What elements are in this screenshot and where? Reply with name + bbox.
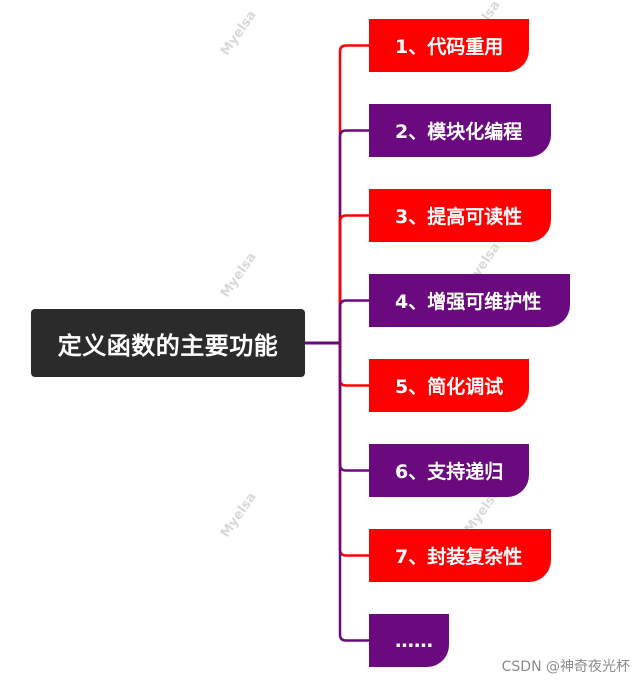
- branch-readability[interactable]: 3、提高可读性: [369, 189, 551, 242]
- branch-recursion[interactable]: 6、支持递归: [369, 444, 529, 497]
- connector-line: [305, 129, 369, 345]
- branch-maintainability[interactable]: 4、增强可维护性: [369, 274, 570, 327]
- branch-debugging[interactable]: 5、简化调试: [369, 359, 529, 412]
- connector-line: [305, 341, 369, 642]
- branch-code-reuse[interactable]: 1、代码重用: [369, 19, 529, 72]
- connector-line: [305, 214, 369, 345]
- root-topic[interactable]: 定义函数的主要功能: [31, 309, 305, 377]
- branch-more[interactable]: ……: [369, 614, 449, 667]
- connector-line: [305, 341, 369, 387]
- connector-line: [305, 44, 369, 345]
- connector-line: [305, 341, 369, 557]
- connector-line: [305, 341, 369, 472]
- branch-encapsulation[interactable]: 7、封装复杂性: [369, 529, 551, 582]
- connector-line: [305, 299, 369, 345]
- branch-modular-programming[interactable]: 2、模块化编程: [369, 104, 551, 157]
- credit-text: CSDN @神奇夜光杯: [501, 659, 630, 675]
